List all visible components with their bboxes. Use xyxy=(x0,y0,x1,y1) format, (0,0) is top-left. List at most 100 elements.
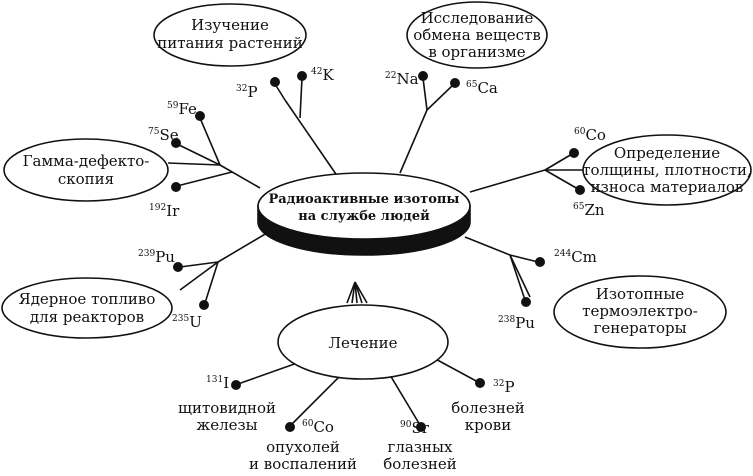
branch-co60-top xyxy=(544,153,573,171)
isotope-dots xyxy=(171,71,585,432)
label-u235: 235U xyxy=(172,313,202,331)
label-pu239: 239Pu xyxy=(138,248,175,266)
node-thickness-line2: толщины, плотности, xyxy=(582,161,752,179)
node-metabolism-line1: Исследование xyxy=(421,9,534,27)
caption-p32-line2: крови xyxy=(465,416,511,434)
caption-p32-line1: болезней xyxy=(451,399,525,417)
center-cylinder-top xyxy=(257,172,471,240)
label-pu238: 238Pu xyxy=(498,314,535,332)
branch-cm244 xyxy=(509,254,539,263)
node-thermo-line3: генераторы xyxy=(593,319,686,337)
dot-pu238 xyxy=(521,297,531,307)
isotope-labels: 32P 42K 22Na 65Ca 59Fe 75Se 192Ir 60Co 6… xyxy=(138,66,606,437)
label-ir192: 192Ir xyxy=(149,202,180,220)
branch-u235 xyxy=(204,261,219,304)
node-treatment: Лечение xyxy=(277,304,449,380)
node-metabolism: Исследование обмена веществ в организме xyxy=(406,1,548,69)
caption-co60-line2: и воспалений xyxy=(249,455,357,473)
branch-i131 xyxy=(237,361,301,385)
connector-gamma xyxy=(219,164,261,189)
branch-fuel-node xyxy=(179,261,219,291)
node-thermo: Изотопные термоэлектро- генераторы xyxy=(553,275,727,349)
dot-fe59 xyxy=(195,111,205,121)
branch-thermo-node xyxy=(509,254,531,298)
label-i131: 131I xyxy=(206,374,229,392)
label-sr90: 90Sr xyxy=(400,419,430,437)
branch-pu238 xyxy=(509,254,526,301)
connector-metabolism xyxy=(399,109,428,174)
caption-sr90-line2: болезней xyxy=(383,455,457,473)
caption-i131-line1: щитовидной xyxy=(178,399,276,417)
dot-zn65 xyxy=(575,185,585,195)
dot-se75 xyxy=(171,138,181,148)
label-zn65: 65Zn xyxy=(573,201,605,219)
node-fuel: Ядерное топливо для реакторов xyxy=(1,277,173,339)
dot-p32-bottom xyxy=(475,378,485,388)
node-fuel-line2: для реакторов xyxy=(30,308,144,326)
node-thickness-line3: износа материалов xyxy=(591,178,744,196)
fan-1 xyxy=(346,281,356,304)
branch-se75 xyxy=(176,143,221,166)
node-gamma: Гамма-дефекто- скопия xyxy=(3,138,169,202)
node-thickness-line1: Определение xyxy=(614,144,720,162)
branch-sr90 xyxy=(389,374,421,426)
label-k42: 42K xyxy=(311,66,334,84)
label-co60-top: 60Co xyxy=(574,126,606,144)
branch-pu239 xyxy=(179,261,219,268)
node-plants-line2: питания растений xyxy=(157,34,303,52)
fan-5 xyxy=(354,281,368,304)
node-treatment-label: Лечение xyxy=(328,334,397,352)
node-gamma-line2: скопия xyxy=(58,170,114,188)
dot-cm244 xyxy=(535,257,545,267)
node-plants: Изучение питания растений xyxy=(153,3,307,67)
node-thickness: Определение толщины, плотности, износа м… xyxy=(582,134,752,206)
label-co60-bottom: 60Co xyxy=(302,418,334,436)
node-metabolism-line2: обмена веществ xyxy=(413,26,541,44)
label-cm244: 244Cm xyxy=(554,248,597,266)
label-p32-bottom: 32P xyxy=(493,378,515,396)
center-title-line2: на службе людей xyxy=(298,209,430,224)
dot-co60-top xyxy=(569,148,579,158)
dot-na22 xyxy=(418,71,428,81)
dot-p32-top xyxy=(270,77,280,87)
branch-fe59 xyxy=(199,117,221,166)
fan-2 xyxy=(351,281,356,304)
label-na22: 22Na xyxy=(385,70,419,88)
center-node: Радиоактивные изотопы на службе людей xyxy=(257,172,471,256)
connector-thermo xyxy=(464,236,511,256)
connector-thickness xyxy=(469,169,546,193)
branch-k42 xyxy=(299,77,303,119)
node-gamma-line1: Гамма-дефекто- xyxy=(23,152,150,170)
label-ca65: 65Ca xyxy=(466,79,498,97)
branch-na22 xyxy=(422,77,428,111)
branch-ir192 xyxy=(176,171,233,187)
caption-i131-line2: железы xyxy=(196,416,257,434)
branch-gamma-node xyxy=(167,162,221,166)
connector-fuel xyxy=(217,229,273,263)
dot-co60-bottom xyxy=(285,422,295,432)
dot-ca65 xyxy=(450,78,460,88)
node-thermo-line2: термоэлектро- xyxy=(582,302,698,320)
label-p32-top: 32P xyxy=(236,83,258,101)
branch-co60-bottom xyxy=(290,375,341,426)
treatment-captions: щитовидной железы опухолей и воспалений … xyxy=(178,399,525,473)
dot-k42 xyxy=(297,71,307,81)
center-title-line1: Радиоактивные изотопы xyxy=(269,192,460,207)
dot-pu239 xyxy=(173,262,183,272)
connector-plants xyxy=(284,99,341,181)
node-fuel-line1: Ядерное топливо xyxy=(19,290,156,308)
node-plants-line1: Изучение xyxy=(191,16,269,34)
caption-co60-line1: опухолей xyxy=(266,438,340,456)
dot-i131 xyxy=(231,380,241,390)
branch-zn65 xyxy=(544,169,579,190)
label-fe59: 59Fe xyxy=(167,100,197,118)
label-se75: 75Se xyxy=(148,126,179,144)
branch-ca65 xyxy=(426,84,454,111)
dot-u235 xyxy=(199,300,209,310)
dot-ir192 xyxy=(171,182,181,192)
connectors xyxy=(167,77,583,426)
caption-sr90-line1: глазных xyxy=(388,438,453,456)
dot-sr90 xyxy=(416,422,426,432)
